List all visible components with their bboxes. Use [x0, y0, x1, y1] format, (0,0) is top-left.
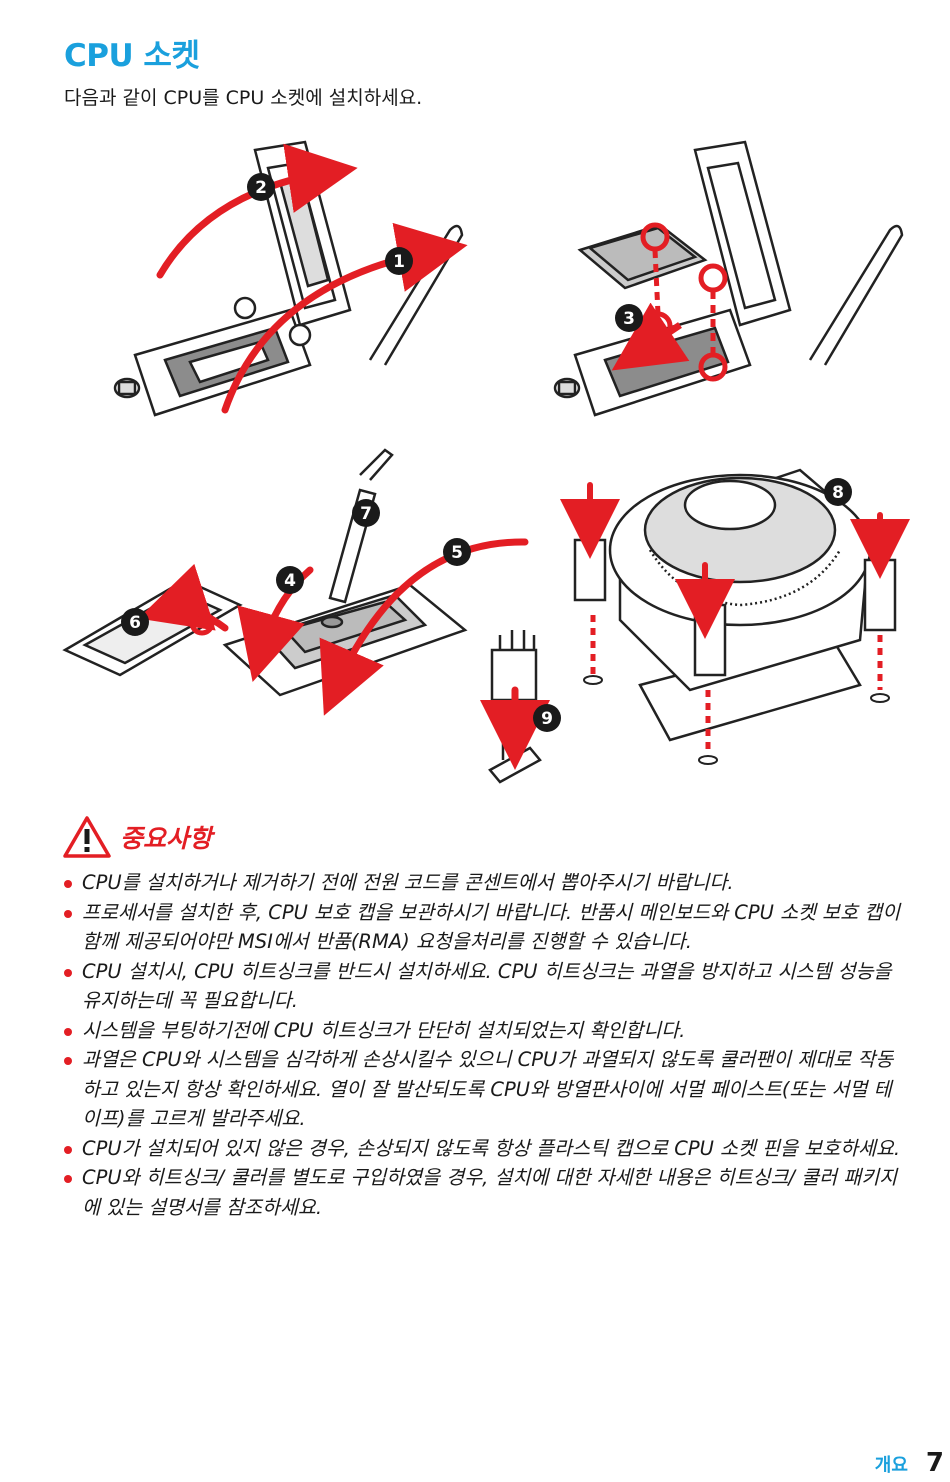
important-item-7: CPU와 히트싱크/ 쿨러를 별도로 구입하였을 경우, 설치에 대한 자세한 …: [62, 1163, 902, 1222]
svg-text:4: 4: [284, 571, 296, 591]
pin-holes: [590, 615, 883, 755]
svg-text:8: 8: [832, 483, 844, 503]
push-pin-arrows: [560, 482, 910, 639]
svg-text:2: 2: [255, 178, 267, 198]
page-footer: 개요 7: [875, 1448, 944, 1478]
warning-triangle-icon: [63, 816, 111, 858]
footer-section-label: 개요: [874, 1455, 908, 1476]
step-badge-8: 8: [824, 478, 852, 506]
pin-hole-ellipses: [583, 675, 890, 765]
step-badge-2: 2: [247, 173, 275, 201]
important-list: CPU를 설치하거나 제거하기 전에 전원 코드를 콘센트에서 뽑아주시기 바랍…: [62, 868, 902, 1222]
important-item-6: CPU가 설치되어 있지 않은 경우, 손상되지 않도록 항상 플라스틱 캡으로…: [62, 1134, 902, 1164]
svg-text:7: 7: [360, 504, 372, 524]
step-badge-9: 9: [533, 704, 561, 732]
important-heading: 중요사항: [62, 812, 212, 862]
step-badge-3: 3: [615, 304, 643, 332]
svg-text:1: 1: [393, 252, 405, 272]
step-badge-7: 7: [352, 499, 380, 527]
cpu-installation-illustration: 1 2 3 4 5 6 7 8 9: [40, 130, 920, 790]
svg-text:6: 6: [129, 613, 141, 633]
step-badge-6: 6: [121, 608, 149, 636]
cpu-installation-svg: 1 2 3 4 5 6 7 8 9: [62, 140, 910, 784]
cpu-cooler-drawing: [573, 468, 897, 742]
important-item-2: 프로세서를 설치한 후, CPU 보호 캡을 보관하시기 바랍니다. 반품시 메…: [62, 898, 902, 957]
step-arrow-panel-2: [611, 302, 690, 371]
important-label: 중요사항: [120, 824, 213, 853]
page-title: CPU 소켓: [64, 38, 200, 74]
step-badge-4: 4: [276, 566, 304, 594]
step-badge-5: 5: [443, 538, 471, 566]
important-item-5: 과열은 CPU와 시스템을 심각하게 손상시킬수 있으니 CPU가 과열되지 않…: [62, 1045, 902, 1134]
svg-text:5: 5: [451, 543, 463, 563]
important-item-3: CPU 설치시, CPU 히트싱크를 반드시 설치하세요. CPU 히트싱크는 …: [62, 957, 902, 1016]
svg-text:3: 3: [623, 309, 635, 329]
footer-page-number: 7: [925, 1448, 944, 1478]
important-item-1: CPU를 설치하거나 제거하기 전에 전원 코드를 콘센트에서 뽑아주시기 바랍…: [62, 868, 902, 898]
step-badges: 1 2 3 4 5 6 7 8 9: [121, 173, 852, 732]
svg-text:9: 9: [541, 709, 553, 729]
cpu-insert-drawing: [553, 140, 904, 417]
page-subtitle: 다음과 같이 CPU를 CPU 소켓에 설치하세요.: [64, 87, 423, 109]
step-badge-1: 1: [385, 247, 413, 275]
important-item-4: 시스템을 부팅하기전에 CPU 히트싱크가 단단히 설치되었는지 확인합니다.: [62, 1016, 902, 1046]
